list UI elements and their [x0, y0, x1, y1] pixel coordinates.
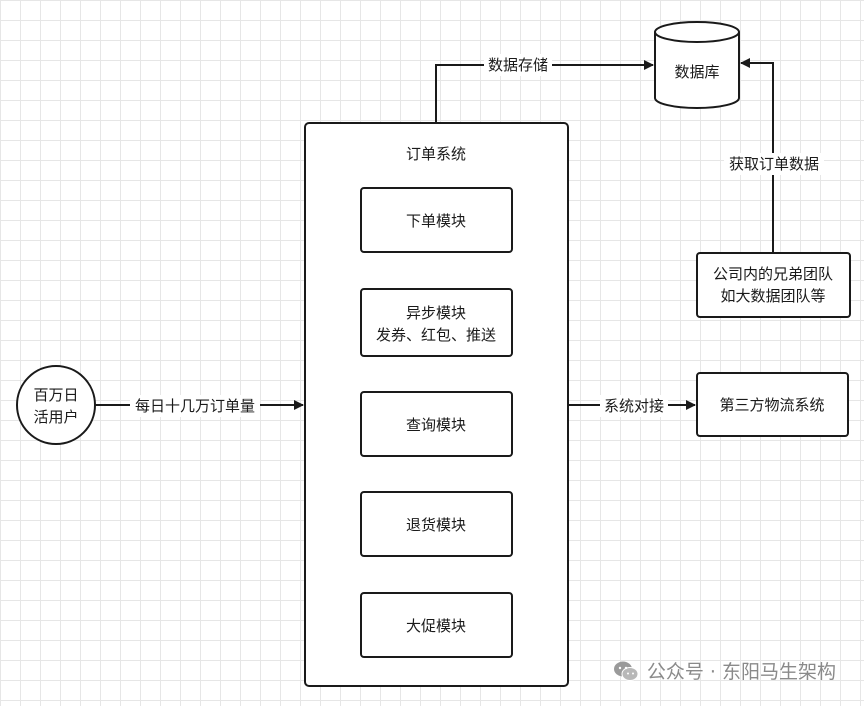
watermark: 公众号 · 东阳马生架构 [613, 657, 836, 684]
module-label-line1: 异步模块 [406, 304, 466, 322]
module-label: 查询模块 [406, 416, 466, 434]
edge-label: 数据存储 [488, 56, 548, 74]
module-label-line2: 发券、红包、推送 [376, 326, 496, 344]
watermark-text: 公众号 · 东阳马生架构 [646, 661, 836, 683]
edge-order-to-database: 数据存储 [435, 54, 654, 123]
module-label: 大促模块 [406, 617, 466, 635]
users-label-line2: 活用户 [33, 408, 78, 426]
order-system-title: 订单系统 [406, 145, 466, 163]
module-async: 异步模块 发券、红包、推送 [360, 288, 513, 357]
wechat-icon [613, 661, 639, 681]
logistics-node: 第三方物流系统 [696, 372, 849, 437]
edge-order-to-logistics: 系统对接 [568, 395, 696, 417]
module-label: 退货模块 [406, 516, 466, 534]
module-promotion: 大促模块 [360, 592, 513, 658]
edge-label: 系统对接 [604, 397, 664, 415]
partner-team-line2: 如大数据团队等 [720, 287, 825, 305]
partner-team-line1: 公司内的兄弟团队 [713, 265, 833, 283]
edge-label: 获取订单数据 [729, 155, 819, 173]
database-label: 数据库 [674, 63, 719, 81]
users-label-line1: 百万日 [33, 386, 78, 404]
module-query: 查询模块 [360, 391, 513, 457]
module-label: 下单模块 [406, 212, 466, 230]
edge-users-to-order: 每日十几万订单量 [95, 395, 304, 417]
edge-team-to-database: 获取订单数据 [724, 58, 824, 253]
users-node: 百万日 活用户 [16, 365, 96, 445]
module-order-placement: 下单模块 [360, 187, 513, 253]
partner-team-node: 公司内的兄弟团队 如大数据团队等 [696, 252, 851, 318]
edge-label: 每日十几万订单量 [135, 397, 255, 415]
database-node: 数据库 [654, 21, 740, 109]
logistics-label: 第三方物流系统 [719, 396, 824, 414]
module-return: 退货模块 [360, 491, 513, 557]
